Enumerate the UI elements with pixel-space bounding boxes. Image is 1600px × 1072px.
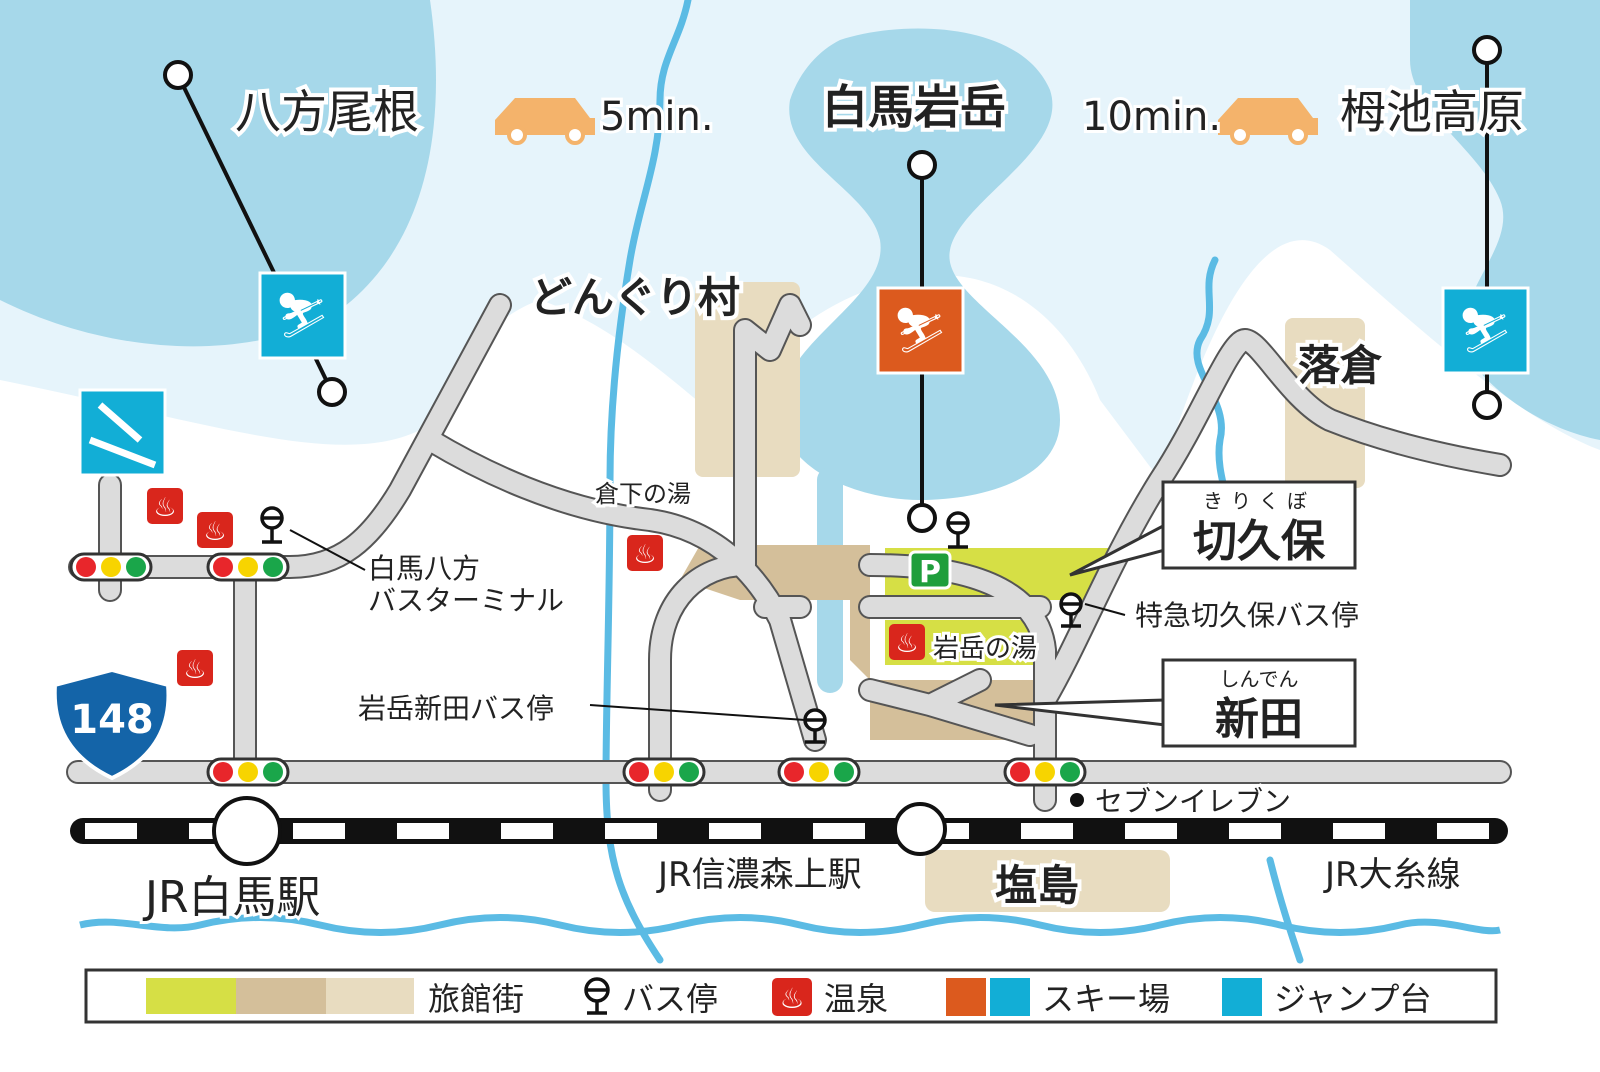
drive-time-left: 5min. <box>600 94 714 140</box>
bus-stop-icon <box>584 977 610 1015</box>
area-label-donguri: どんぐり村 <box>530 273 740 322</box>
ski-resort-icon-tsugaike: ⛷ <box>1441 286 1530 375</box>
ski-resort-icon-happo: ⛷ <box>258 271 347 360</box>
parking-icon: P <box>908 550 952 590</box>
area-label-ochikura: 落倉 <box>1298 341 1383 390</box>
svg-text:148: 148 <box>70 697 154 743</box>
area-label-shiojima: 塩島 <box>995 861 1079 910</box>
traffic-light-icon <box>69 552 153 582</box>
traffic-light-icon <box>206 552 290 582</box>
svg-text:しんでん: しんでん <box>1220 667 1299 691</box>
svg-text:♨: ♨ <box>633 540 656 570</box>
svg-text:きりくぼ: きりくぼ <box>1203 489 1315 513</box>
svg-text:♨: ♨ <box>183 655 206 685</box>
jr-oito-railway <box>70 796 1508 866</box>
label-oito-line: JR大糸線 <box>1323 855 1461 895</box>
label-bus-terminal-2: バスターミナル <box>368 584 564 617</box>
area-label-hakuba-iwatake: 白馬岩岳 <box>822 80 1006 134</box>
legend: 旅館街 バス停 ♨ 温泉 スキー場 ジャンプ台 <box>84 968 1498 1024</box>
moriue-station-marker <box>893 802 947 856</box>
river-bottom <box>79 914 1501 936</box>
callout-kirikubo: きりくぼ 切久保 <box>1069 480 1357 577</box>
traffic-light-icon <box>777 757 861 787</box>
legend-bus-stop: バス停 <box>622 980 718 1018</box>
legend-ski: スキー場 <box>1042 980 1170 1018</box>
ski-icon-blue <box>990 978 1030 1016</box>
svg-text:⛷: ⛷ <box>1457 305 1513 356</box>
area-label-tsugaike: 栂池高原 <box>1340 85 1524 139</box>
legend-ryokan: 旅館街 <box>428 980 524 1018</box>
hakuba-station-marker <box>212 796 282 866</box>
onsen-icons: ♨ ♨ ♨ ♨ ♨ <box>147 488 925 686</box>
legend-onsen: 温泉 <box>824 980 888 1018</box>
label-seven-eleven: セブンイレブン <box>1095 785 1291 818</box>
callout-shinden: しんでん 新田 <box>994 658 1357 748</box>
svg-text:P: P <box>919 555 941 590</box>
traffic-light-icon <box>206 757 290 787</box>
svg-text:切久保: 切久保 <box>1193 516 1326 567</box>
svg-text:♨: ♨ <box>895 629 918 659</box>
label-iwatake-shinden-bus: 岩岳新田バス停 <box>358 692 554 725</box>
seven-eleven-marker <box>1070 793 1084 807</box>
legend-jump: ジャンプ台 <box>1274 980 1431 1018</box>
route-148-shield: 148 <box>52 667 171 781</box>
traffic-lights <box>69 552 1087 787</box>
label-bus-terminal-1: 白馬八方 <box>368 552 480 585</box>
area-label-happo-one: 八方尾根 <box>235 85 419 139</box>
ski-resort-icon-iwatake: ⛷ <box>876 286 965 375</box>
ski-jump-icon <box>1222 978 1262 1016</box>
ski-icon-orange <box>946 978 986 1016</box>
onsen-icon <box>772 978 812 1016</box>
car-icon <box>1218 98 1318 145</box>
svg-text:♨: ♨ <box>153 493 176 523</box>
svg-text:⛷: ⛷ <box>274 290 330 341</box>
label-tokkyu-kirikubo-bus: 特急切久保バス停 <box>1135 599 1359 632</box>
svg-text:♨: ♨ <box>203 517 226 547</box>
car-icon <box>495 98 595 145</box>
label-iwatake-no-yu: 岩岳の湯 <box>933 634 1037 664</box>
traffic-light-icon <box>1003 757 1087 787</box>
svg-text:♨: ♨ <box>779 982 804 1015</box>
label-moriue-station: JR信濃森上駅 <box>656 855 862 895</box>
svg-text:⛷: ⛷ <box>892 305 948 356</box>
traffic-light-icon <box>622 757 706 787</box>
drive-time-right: 10min. <box>1082 94 1221 140</box>
mountain-areas <box>0 0 1600 500</box>
svg-text:新田: 新田 <box>1215 694 1303 745</box>
leader-lines <box>289 529 1126 721</box>
ski-jump-icon <box>78 388 167 477</box>
label-kurashita-no-yu: 倉下の湯 <box>595 480 691 508</box>
label-hakuba-station: JR白馬駅 <box>142 872 321 923</box>
